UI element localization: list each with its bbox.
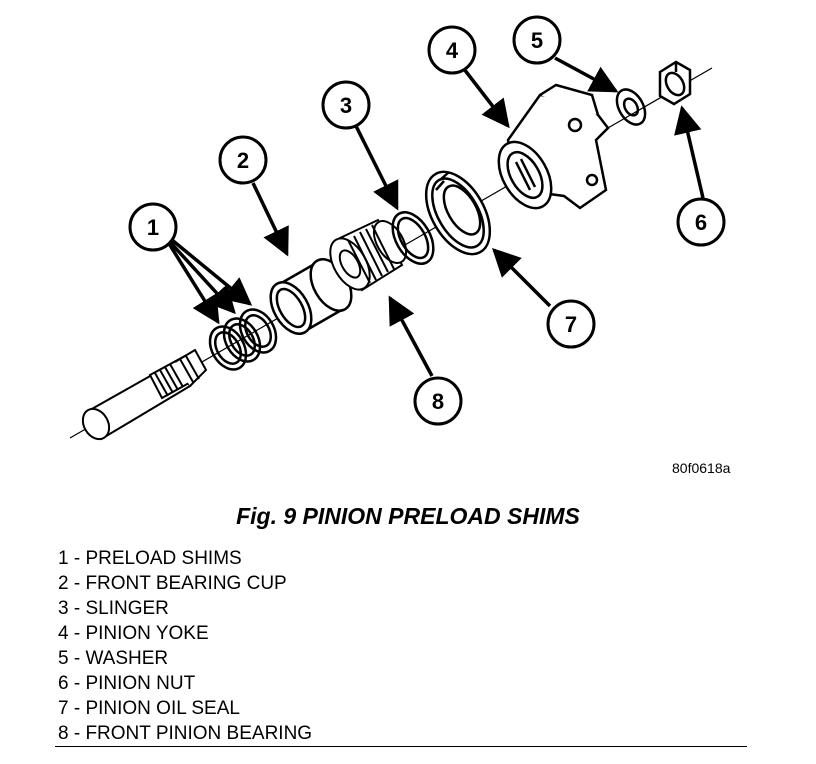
callout-7-label: 7: [565, 312, 577, 337]
legend-item: 5 - WASHER: [58, 648, 169, 669]
legend-item: 4 - PINION YOKE: [58, 623, 209, 644]
callout-8-label: 8: [432, 389, 444, 414]
leader-arrows: [166, 56, 705, 377]
legend-item: 6 - PINION NUT: [58, 673, 196, 694]
callout-6-label: 6: [695, 210, 707, 235]
callout-4-label: 4: [446, 38, 459, 63]
preload-shims: [208, 308, 278, 371]
callout-2: 2: [218, 135, 268, 185]
callout-7: 7: [546, 299, 596, 349]
exploded-view-diagram: 1 2 3 4 5 6 7 8: [69, 15, 726, 441]
legend-item: 3 - SLINGER: [58, 598, 169, 619]
callout-3: 3: [321, 80, 371, 130]
pinion-shaft: [81, 348, 208, 441]
callout-8: 8: [413, 376, 463, 426]
callout-3-label: 3: [340, 93, 352, 118]
legend-item: 7 - PINION OIL SEAL: [58, 698, 240, 719]
slinger: [391, 211, 435, 265]
figure-caption: Fig. 9 PINION PRELOAD SHIMS: [236, 503, 580, 529]
callout-1-label: 1: [147, 215, 159, 240]
legend-item: 8 - FRONT PINION BEARING: [58, 723, 313, 744]
callout-4: 4: [427, 25, 477, 75]
parts-legend: 1 - PRELOAD SHIMS 2 - FRONT BEARING CUP …: [58, 546, 312, 746]
front-pinion-bearing: [329, 218, 408, 292]
callout-6: 6: [676, 197, 726, 247]
pinion-yoke: [497, 83, 610, 210]
callout-5: 5: [512, 15, 562, 65]
figure-code: 80f0618a: [672, 460, 731, 476]
legend-divider: [55, 746, 747, 747]
callout-2-label: 2: [237, 148, 249, 173]
legend-item: 2 - FRONT BEARING CUP: [58, 573, 287, 594]
legend-item: 1 - PRELOAD SHIMS: [58, 548, 242, 569]
washer: [615, 88, 647, 126]
pinion-nut: [658, 60, 692, 106]
callout-1: 1: [128, 202, 178, 252]
callout-5-label: 5: [531, 28, 543, 53]
pinion-oil-seal: [424, 170, 492, 256]
